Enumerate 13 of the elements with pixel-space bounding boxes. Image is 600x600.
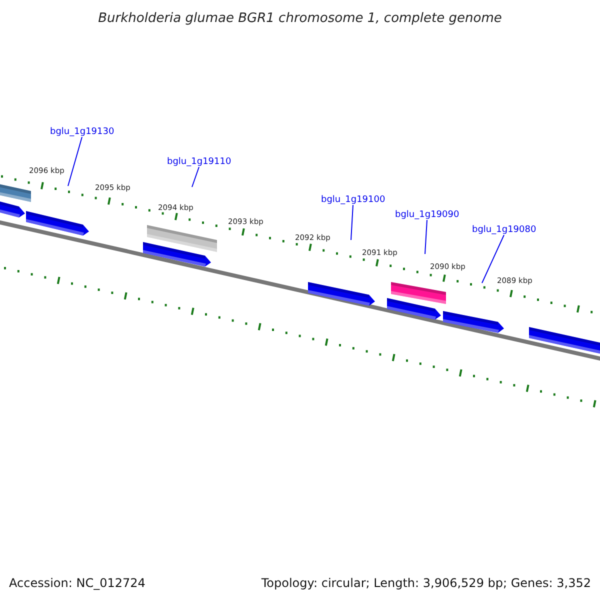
- accession-text: Accession: NC_012724: [9, 576, 146, 590]
- gene-label: bglu_1g19110: [167, 157, 232, 167]
- gene-label: bglu_1g19090: [395, 210, 460, 220]
- diagram-title: Burkholderia glumae BGR1 chromosome 1, complete genome: [97, 11, 503, 26]
- gene-label: bglu_1g19100: [321, 195, 386, 205]
- leader-line: [192, 166, 200, 188]
- gene-label: bglu_1g19080: [472, 225, 536, 235]
- leader-line: [350, 204, 354, 240]
- genome-info-text: Topology: circular; Length: 3,906,529 bp; Genes: 3,352: [261, 576, 591, 590]
- leader-line: [482, 234, 504, 284]
- leader-line: [68, 136, 82, 186]
- leader-line: [424, 220, 428, 254]
- gene-label: bglu_1g19130: [50, 127, 114, 137]
